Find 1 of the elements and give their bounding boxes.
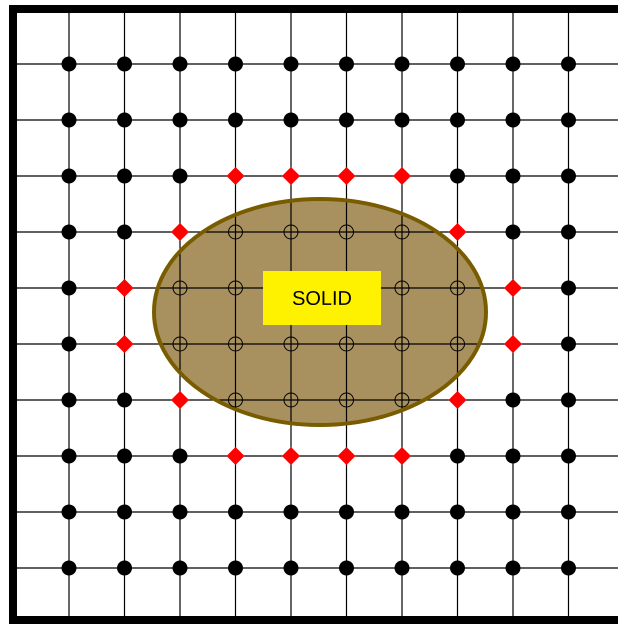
- label-box: SOLID: [263, 271, 381, 325]
